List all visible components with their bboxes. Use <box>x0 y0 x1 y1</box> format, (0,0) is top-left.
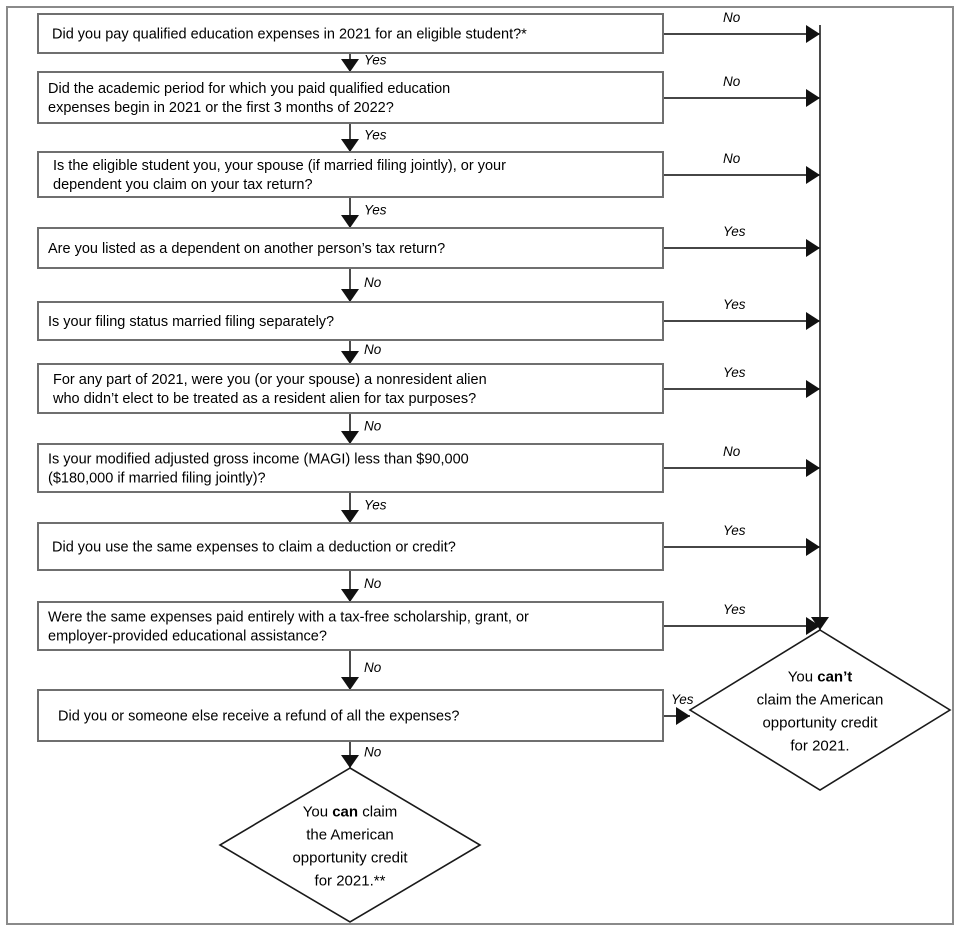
terminal-text-cannot-line-1: You can’t <box>788 669 853 686</box>
question-text-q8-line-1: Did you use the same expenses to claim a… <box>52 540 456 556</box>
edge-label-side-q10: Yes <box>671 692 694 707</box>
terminal-diamond-cannot[interactable] <box>688 629 952 791</box>
arrowhead-down-q8 <box>341 589 359 602</box>
edge-label-down-q8: No <box>364 576 382 591</box>
page-border <box>6 6 954 925</box>
connector-layer <box>341 25 829 768</box>
question-box-q9[interactable] <box>37 601 664 651</box>
question-box-q8[interactable] <box>37 522 664 571</box>
edge-label-side-q1: No <box>723 10 741 25</box>
terminal-text-can-line-3: opportunity credit <box>292 850 408 867</box>
arrowhead-side-q5 <box>806 312 820 330</box>
question-box-q10[interactable] <box>37 689 664 742</box>
terminal-text-can-line-2: the American <box>306 827 394 844</box>
edge-label-down-q5: No <box>364 342 382 357</box>
edge-label-down-q6: No <box>364 419 382 434</box>
terminal-layer: You can’t claim the American opportunity c… <box>218 629 952 923</box>
edge-label-side-q7: No <box>723 444 741 459</box>
edge-label-layer: YesYesYesNoNoNoYesNoNoNoNoNoNoYesYesYesN… <box>364 10 746 760</box>
question-text-q2-line-1: Did the academic period for which you pa… <box>48 81 450 97</box>
edge-label-side-q4: Yes <box>723 224 746 239</box>
question-box-q2[interactable] <box>37 71 664 124</box>
question-text-q7-line-2: ($180,000 if married filing jointly)? <box>48 471 266 487</box>
question-box-q4[interactable] <box>37 227 664 269</box>
question-text-q9-line-2: employer-provided educational assistance… <box>48 629 327 645</box>
terminal-text-cannot-line-3: opportunity credit <box>762 715 878 732</box>
question-box-layer: Did you pay qualified education expenses… <box>37 13 664 742</box>
arrowhead-down-q6 <box>341 431 359 444</box>
question-box-q3[interactable] <box>37 151 664 198</box>
arrowhead-down-q9 <box>341 677 359 690</box>
question-text-q9-line-1: Were the same expenses paid entirely wit… <box>48 610 529 626</box>
question-text-q6-line-2: who didn’t elect to be treated as a resi… <box>52 391 476 407</box>
edge-label-side-q8: Yes <box>723 523 746 538</box>
question-text-q2-line-2: expenses begin in 2021 or the first 3 mo… <box>48 100 394 116</box>
arrowhead-down-q5 <box>341 351 359 364</box>
arrowhead-down-q10 <box>341 755 359 768</box>
question-text-q5-line-1: Is your filing status married filing sep… <box>48 314 334 330</box>
question-box-q6[interactable] <box>37 363 664 414</box>
terminal-diamond-can[interactable] <box>218 767 482 923</box>
edge-label-down-q3: Yes <box>364 203 387 218</box>
edge-label-down-q10: No <box>364 745 382 760</box>
question-text-q3-line-1: Is the eligible student you, your spouse… <box>53 158 506 174</box>
terminal-text-can-line-4: for 2021.** <box>315 873 386 890</box>
arrowhead-side-q7 <box>806 459 820 477</box>
question-box-q7[interactable] <box>37 443 664 493</box>
edge-label-down-q9: No <box>364 660 382 675</box>
arrowhead-side-q10 <box>676 707 690 725</box>
question-box-q5[interactable] <box>37 301 664 341</box>
arrowhead-down-q1 <box>341 59 359 72</box>
arrowhead-down-q4 <box>341 289 359 302</box>
arrowhead-side-q9 <box>806 617 820 635</box>
question-text-q7-line-1: Is your modified adjusted gross income (… <box>48 452 469 468</box>
arrowhead-down-q2 <box>341 139 359 152</box>
question-text-q1-line-1: Did you pay qualified education expenses… <box>52 27 527 43</box>
edge-label-down-q2: Yes <box>364 128 387 143</box>
arrowhead-side-q6 <box>806 380 820 398</box>
edge-label-side-q6: Yes <box>723 365 746 380</box>
question-text-q3-line-2: dependent you claim on your tax return? <box>53 177 313 193</box>
arrowhead-side-q1 <box>806 25 820 43</box>
edge-label-down-q4: No <box>364 275 382 290</box>
edge-label-side-q9: Yes <box>723 602 746 617</box>
question-text-q4-line-1: Are you listed as a dependent on another… <box>48 241 445 257</box>
arrowhead-down-q3 <box>341 215 359 228</box>
terminal-text-cannot-line-2: claim the American <box>757 692 884 709</box>
edge-label-side-q5: Yes <box>723 297 746 312</box>
arrowhead-side-q8 <box>806 538 820 556</box>
arrowhead-side-q2 <box>806 89 820 107</box>
question-text-q6-line-1: For any part of 2021, were you (or your … <box>53 372 487 388</box>
edge-label-side-q2: No <box>723 74 741 89</box>
edge-label-down-q1: Yes <box>364 53 387 68</box>
arrowhead-down-q7 <box>341 510 359 523</box>
terminal-text-can-line-1: You can claim <box>303 804 398 821</box>
edge-label-down-q7: Yes <box>364 498 387 513</box>
arrowhead-side-q3 <box>806 166 820 184</box>
arrowhead-bus-into-cannot <box>811 617 829 630</box>
question-box-q1[interactable] <box>37 13 664 54</box>
terminal-text-cannot-line-4: for 2021. <box>790 738 849 755</box>
arrowhead-side-q4 <box>806 239 820 257</box>
edge-label-side-q3: No <box>723 151 741 166</box>
question-text-q10-line-1: Did you or someone else receive a refund… <box>58 709 459 725</box>
